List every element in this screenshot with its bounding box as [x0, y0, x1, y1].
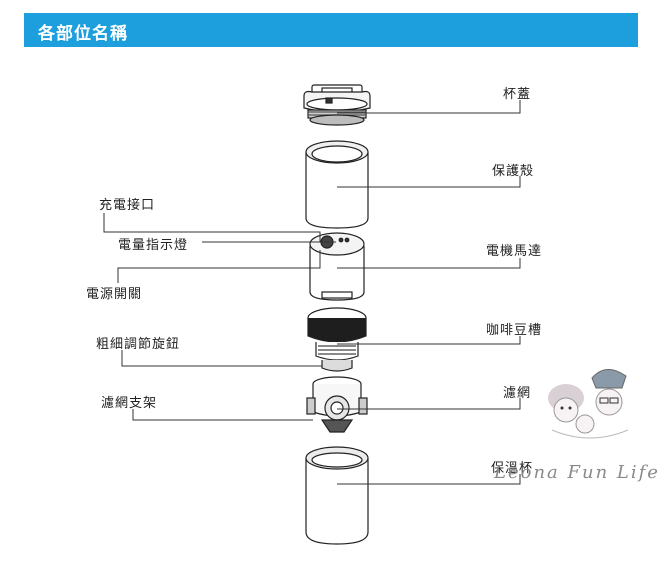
bean-chamber-part [307, 307, 367, 372]
leader-coarseness-knob [121, 350, 322, 367]
leader-cup-lid [337, 100, 521, 114]
motor-part [309, 232, 365, 301]
protective-shell-part [305, 140, 369, 229]
leader-thermal-cup [337, 474, 521, 485]
leader-filter [337, 398, 521, 410]
label-coarseness-knob: 粗細調節旋鈕 [96, 337, 181, 352]
label-protective-shell: 保護殼 [492, 164, 535, 179]
label-filter: 濾網 [503, 386, 532, 401]
label-filter-holder: 濾網支架 [101, 396, 158, 411]
leader-protective-shell [337, 176, 521, 188]
label-cup-lid: 杯蓋 [503, 87, 532, 102]
section-header: 各部位名稱 [24, 13, 638, 47]
label-power-switch: 電源開關 [86, 287, 143, 302]
mascot-illustration [548, 369, 629, 439]
filter-part [306, 376, 368, 433]
leader-power-switch [117, 250, 321, 283]
label-thermal-cup: 保溫杯 [491, 461, 534, 476]
leader-filter-holder [132, 409, 313, 421]
leader-bean-chamber [337, 336, 521, 345]
leader-motor [337, 258, 521, 269]
watermark-text: Leona Fun Life [494, 462, 658, 483]
leader-charging-port [103, 213, 321, 242]
label-motor: 電機馬達 [486, 244, 543, 259]
cup-lid-part [303, 84, 371, 126]
thermal-cup-part [305, 446, 369, 545]
section-title: 各部位名稱 [38, 24, 128, 44]
label-charging-port: 充電接口 [99, 198, 156, 213]
label-battery-indicator: 電量指示燈 [118, 238, 189, 253]
label-bean-chamber: 咖啡豆槽 [486, 323, 543, 338]
